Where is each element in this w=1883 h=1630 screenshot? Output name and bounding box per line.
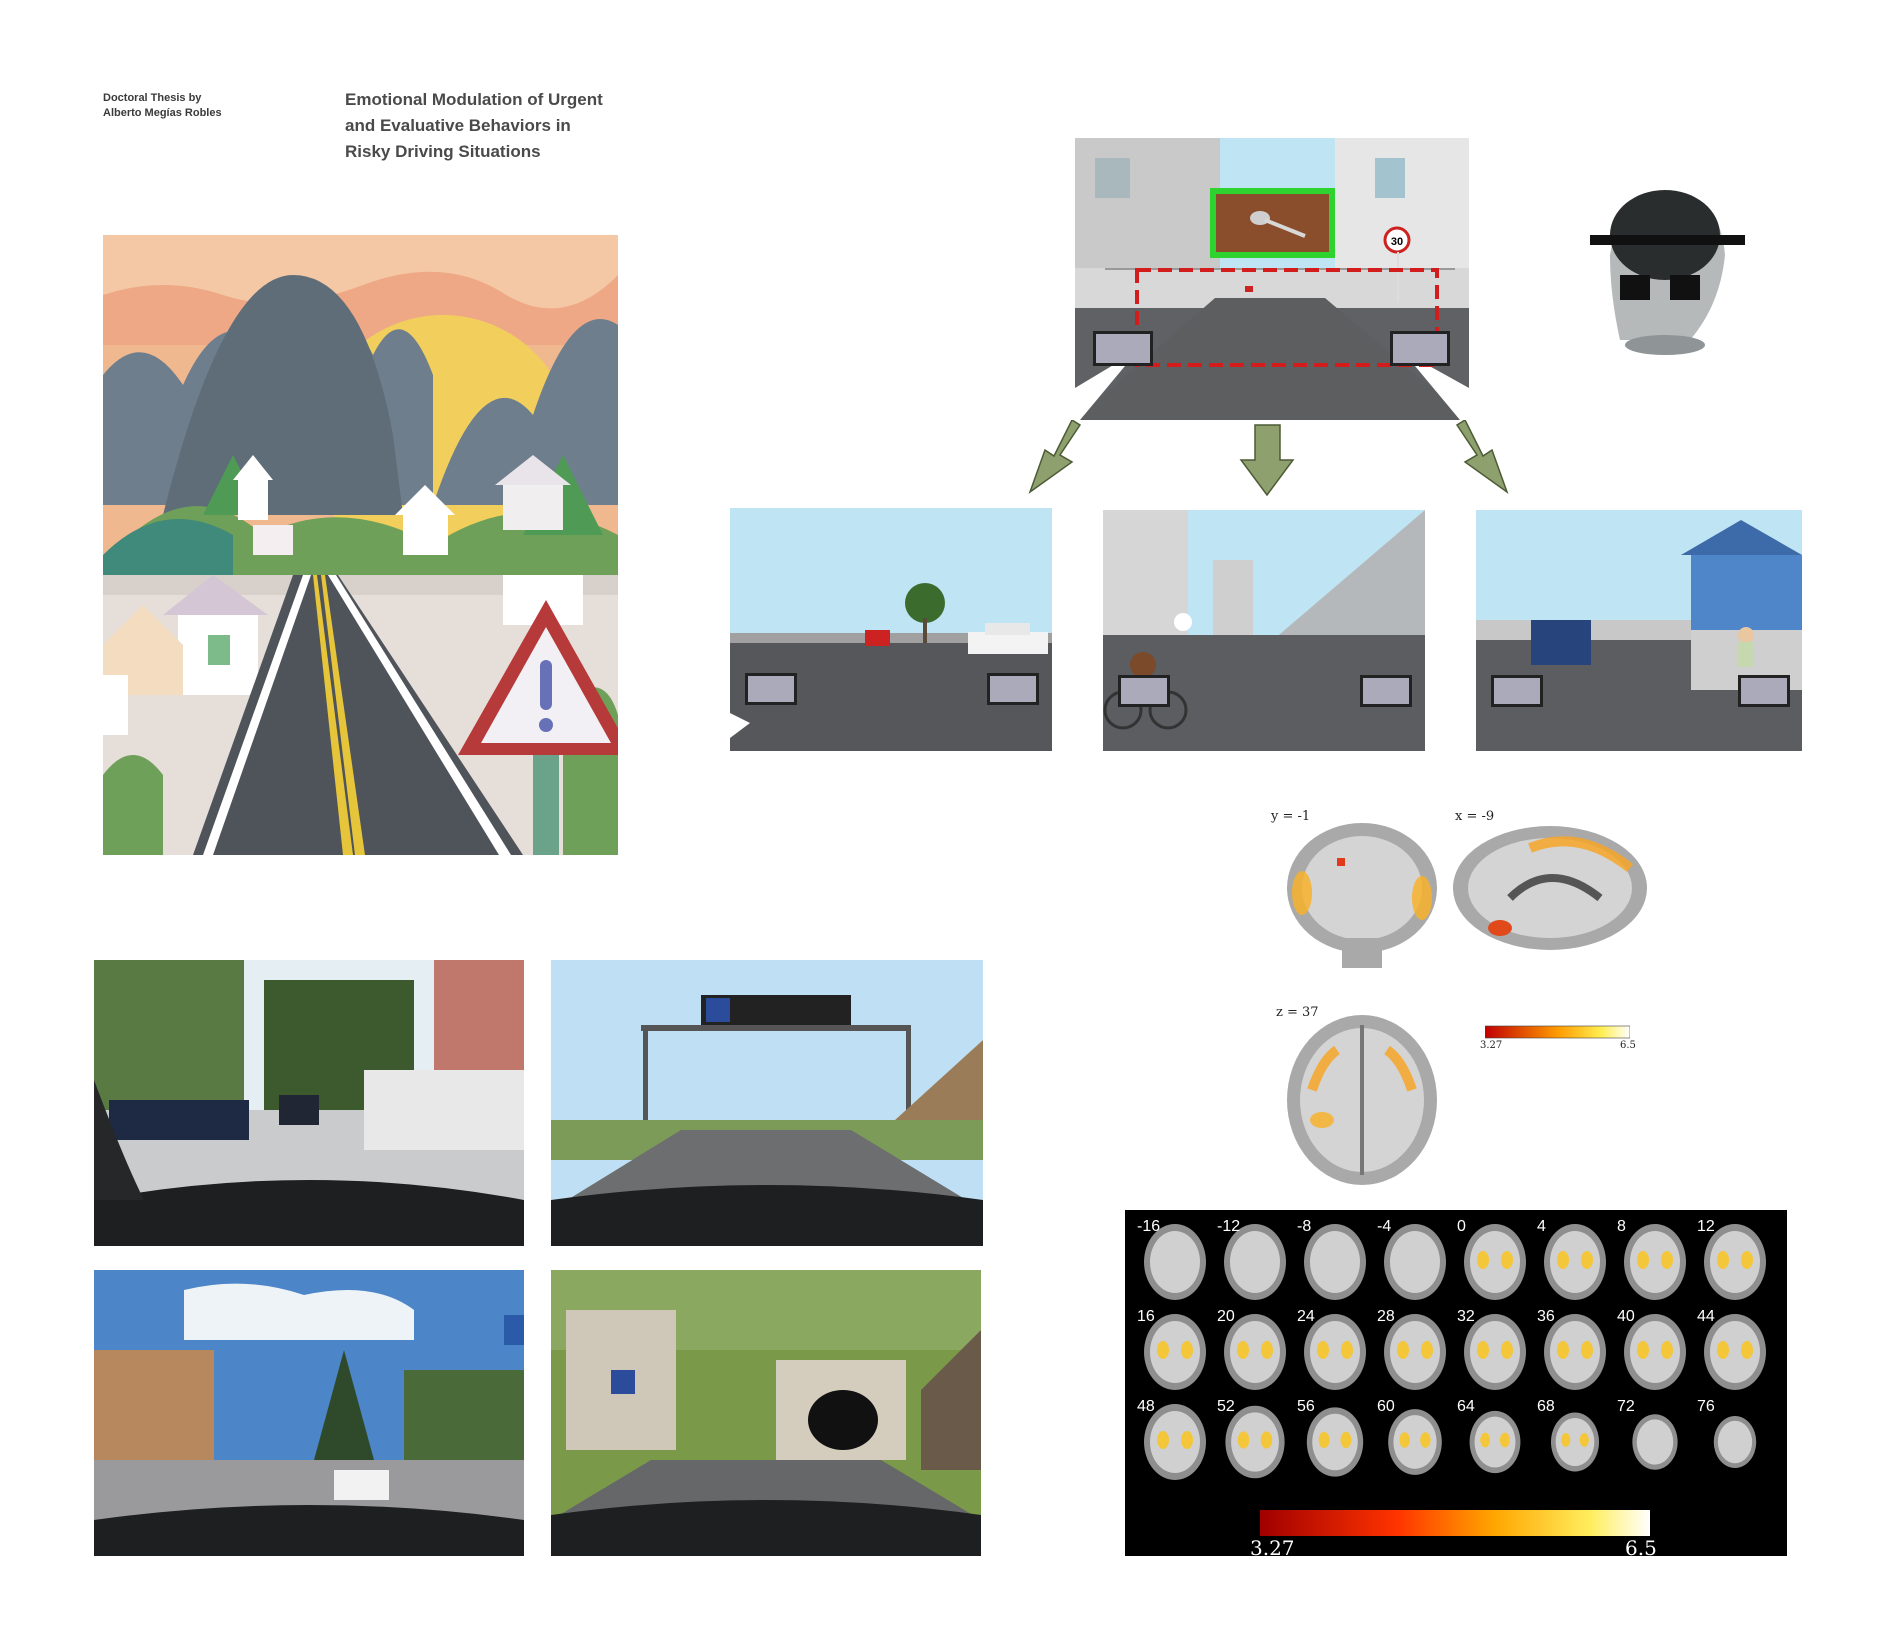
coronal-label: y = -1 <box>1271 809 1311 824</box>
title-line-1: Emotional Modulation of Urgent <box>345 90 603 109</box>
slice-number-label: 56 <box>1297 1398 1315 1415</box>
slice-number-label: 0 <box>1457 1218 1466 1235</box>
slice-number-label: 68 <box>1537 1398 1555 1415</box>
slice-number-label: -16 <box>1137 1218 1161 1235</box>
brain-slice <box>1304 1224 1366 1300</box>
brain-slice <box>1225 1405 1285 1479</box>
colorbar-large <box>1260 1510 1650 1536</box>
slice-number-label: 48 <box>1137 1398 1155 1415</box>
brain-slice <box>1632 1414 1678 1470</box>
slice-number-label: 12 <box>1697 1218 1715 1235</box>
author-name: Alberto Megías Robles <box>103 107 222 119</box>
colorbar-small-min: 3.27 <box>1480 1040 1503 1051</box>
brain-slice <box>1224 1224 1286 1300</box>
simulator-view-pedestrian <box>1476 510 1802 751</box>
slice-number-label: -12 <box>1217 1218 1241 1235</box>
thesis-title: Emotional Modulation of Urgent and Evalu… <box>345 87 603 165</box>
slice-number-label: 28 <box>1377 1308 1395 1325</box>
sagittal-label: x = -9 <box>1455 809 1495 824</box>
brain-coronal <box>1287 823 1437 968</box>
simulator-view-car <box>730 508 1052 751</box>
brain-slice <box>1704 1314 1766 1390</box>
simulator-main-view: 30 <box>1075 138 1469 420</box>
brain-slice <box>1464 1224 1526 1300</box>
brain-slice <box>1624 1224 1686 1300</box>
driving-photo-urban <box>94 960 524 1246</box>
colorbar-large-max: 6.5 <box>1625 1536 1657 1560</box>
brain-slice <box>1224 1314 1286 1390</box>
brain-slice <box>1306 1407 1364 1477</box>
brain-slice <box>1384 1224 1446 1300</box>
driving-photo-highway-gantry <box>551 960 983 1246</box>
brain-slice <box>1544 1314 1606 1390</box>
slice-number-label: 52 <box>1217 1398 1235 1415</box>
eye-tracker-image <box>1590 190 1745 355</box>
slice-number-label: 40 <box>1617 1308 1635 1325</box>
slice-number-label: 32 <box>1457 1308 1475 1325</box>
slice-number-label: 8 <box>1617 1218 1626 1235</box>
slice-number-label: 36 <box>1537 1308 1555 1325</box>
flow-arrows <box>1028 420 1509 497</box>
brain-slice <box>1464 1314 1526 1390</box>
slice-number-label: -8 <box>1297 1218 1312 1235</box>
brain-slices <box>1144 1224 1766 1480</box>
slice-number-label: 76 <box>1697 1398 1715 1415</box>
brain-slice <box>1713 1415 1757 1469</box>
author-block: Doctoral Thesis by Alberto Megías Robles <box>103 91 222 121</box>
brain-slice <box>1550 1412 1600 1472</box>
slice-number-label: 4 <box>1537 1218 1546 1235</box>
cover-illustration <box>103 235 618 855</box>
brain-slice <box>1624 1314 1686 1390</box>
brain-slice <box>1144 1314 1206 1390</box>
brain-slice <box>1304 1314 1366 1390</box>
slice-number-label: 60 <box>1377 1398 1395 1415</box>
author-line-1: Doctoral Thesis by <box>103 92 202 104</box>
slice-number-label: 44 <box>1697 1308 1715 1325</box>
brain-slice <box>1144 1224 1206 1300</box>
title-line-2: and Evaluative Behaviors in <box>345 116 571 135</box>
brain-sagittal <box>1453 826 1647 950</box>
colorbar-large-min: 3.27 <box>1250 1536 1295 1560</box>
axial-label: z = 37 <box>1276 1005 1319 1020</box>
slice-number-label: 24 <box>1297 1308 1315 1325</box>
brain-slice <box>1388 1409 1442 1475</box>
simulator-view-cyclist <box>1103 510 1425 751</box>
slice-number-label: -4 <box>1377 1218 1392 1235</box>
brain-slice <box>1144 1404 1206 1480</box>
speed-sign-text: 30 <box>1391 236 1403 248</box>
driving-photo-village <box>94 1270 524 1556</box>
slice-number-label: 16 <box>1137 1308 1155 1325</box>
brain-slice <box>1544 1224 1606 1300</box>
slice-number-label: 20 <box>1217 1308 1235 1325</box>
brain-slice <box>1384 1314 1446 1390</box>
brain-axial <box>1287 1015 1437 1185</box>
slice-number-label: 72 <box>1617 1398 1635 1415</box>
colorbar-small <box>1485 1025 1630 1039</box>
colorbar-small-max: 6.5 <box>1620 1040 1636 1051</box>
title-line-3: Risky Driving Situations <box>345 142 541 161</box>
driving-photo-tunnel <box>551 1270 981 1556</box>
slice-number-label: 64 <box>1457 1398 1475 1415</box>
brain-slice <box>1704 1224 1766 1300</box>
brain-slice <box>1469 1410 1521 1474</box>
